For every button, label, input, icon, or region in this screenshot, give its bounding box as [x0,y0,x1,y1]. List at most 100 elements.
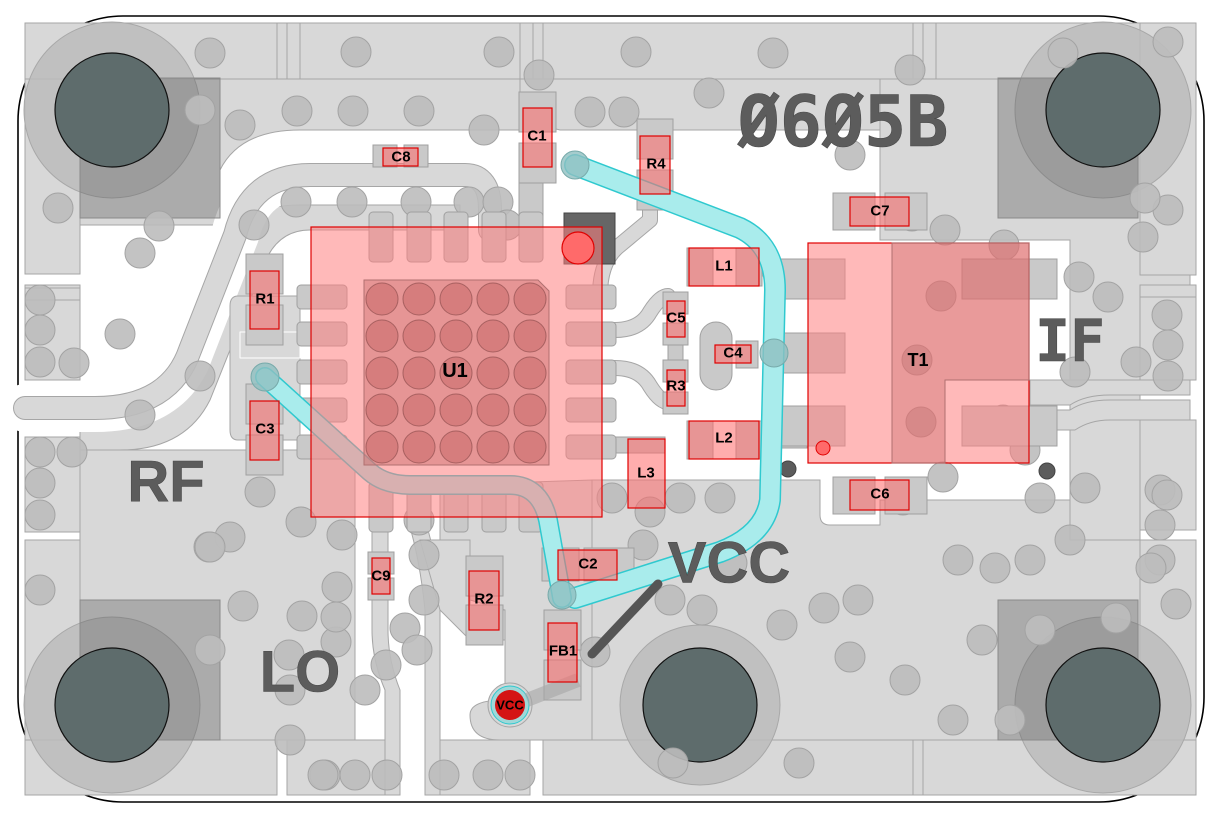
via [339,759,371,791]
via [24,314,56,346]
via [274,674,306,706]
via [1135,552,1167,584]
via [704,482,736,514]
component-L3[interactable]: L3 [627,438,666,509]
via [686,594,718,626]
component-R4[interactable]: R4 [639,135,671,195]
u1-thermal-via [513,319,547,353]
c6-label: C6 [870,486,889,503]
u1-thermal-via [513,356,547,390]
via [472,759,504,791]
component-C5[interactable]: C5 [666,300,686,338]
c2-label: C2 [578,556,597,573]
component-U1[interactable]: U1 [310,226,603,518]
u1-thermal-via [439,430,473,464]
component-T1[interactable]: T1 [807,242,1030,464]
via [1092,281,1124,313]
via [24,499,56,531]
component-L1[interactable]: L1 [688,247,760,287]
u1-thermal-via [402,282,436,316]
component-C8[interactable]: C8 [382,147,419,167]
via [286,600,318,632]
via [428,759,460,791]
via [608,96,640,128]
via [281,95,313,127]
component-R3[interactable]: R3 [666,369,686,407]
via [58,347,90,379]
via [627,529,659,561]
via [42,192,74,224]
u1-thermal-via [513,430,547,464]
t1-label: T1 [907,350,928,370]
via [1047,37,1079,69]
via [124,237,156,269]
via [842,584,874,616]
c1-label: C1 [527,128,546,145]
via [244,476,276,508]
via [194,531,226,563]
u1-thermal-via [439,356,473,390]
l2-label: L2 [715,430,733,447]
via [401,634,433,666]
via [834,139,866,171]
via [194,37,226,69]
u1-thermal-via [402,393,436,427]
via [320,601,352,633]
via [664,482,696,514]
via [370,649,402,681]
u1-thermal-via [476,393,510,427]
u1-thermal-via [513,282,547,316]
via [942,544,974,576]
via [273,639,305,671]
via [1152,329,1184,361]
via [1024,614,1056,646]
via [1059,356,1091,388]
via [927,461,959,493]
component-C1[interactable]: C1 [522,107,553,168]
via [966,624,998,656]
via [1127,221,1159,253]
via [808,592,840,624]
component-R2[interactable]: R2 [468,570,500,631]
u1-thermal-via [365,356,399,390]
u1-thermal-via [402,319,436,353]
via [483,36,515,68]
via [408,539,440,571]
via [194,634,226,666]
via [1152,26,1184,58]
via [321,571,353,603]
mount-hole-top-left [23,21,221,219]
component-C9[interactable]: C9 [371,557,391,595]
u1-thermal-via [365,393,399,427]
silk-if-label: IF [1035,307,1105,375]
via [340,36,372,68]
vcc-test-pad[interactable]: VCC [487,682,533,728]
via [889,664,921,696]
via [184,360,216,392]
via [504,759,536,791]
component-C7[interactable]: C7 [849,196,910,227]
component-C4[interactable]: C4 [714,344,752,364]
via [1160,588,1192,620]
l1-label: L1 [715,258,733,275]
via [224,109,256,141]
silk-rf-label: RF [127,450,204,515]
via [1063,261,1095,293]
via [238,209,270,241]
silk-vcc-pointer [587,579,663,659]
component-FB1[interactable]: FB1 [547,622,578,683]
via [1151,299,1183,331]
component-C3[interactable]: C3 [249,400,280,461]
via [349,674,381,706]
component-L2[interactable]: L2 [688,420,760,460]
component-C6[interactable]: C6 [849,479,910,511]
component-C2[interactable]: C2 [557,549,618,581]
c3-label: C3 [255,421,274,438]
c7-label: C7 [870,203,889,220]
via [326,519,358,551]
r2-label: R2 [474,591,493,608]
u1-thermal-via [476,430,510,464]
via [56,436,88,468]
u1-thermal-via [402,356,436,390]
component-R1[interactable]: R1 [249,270,280,330]
